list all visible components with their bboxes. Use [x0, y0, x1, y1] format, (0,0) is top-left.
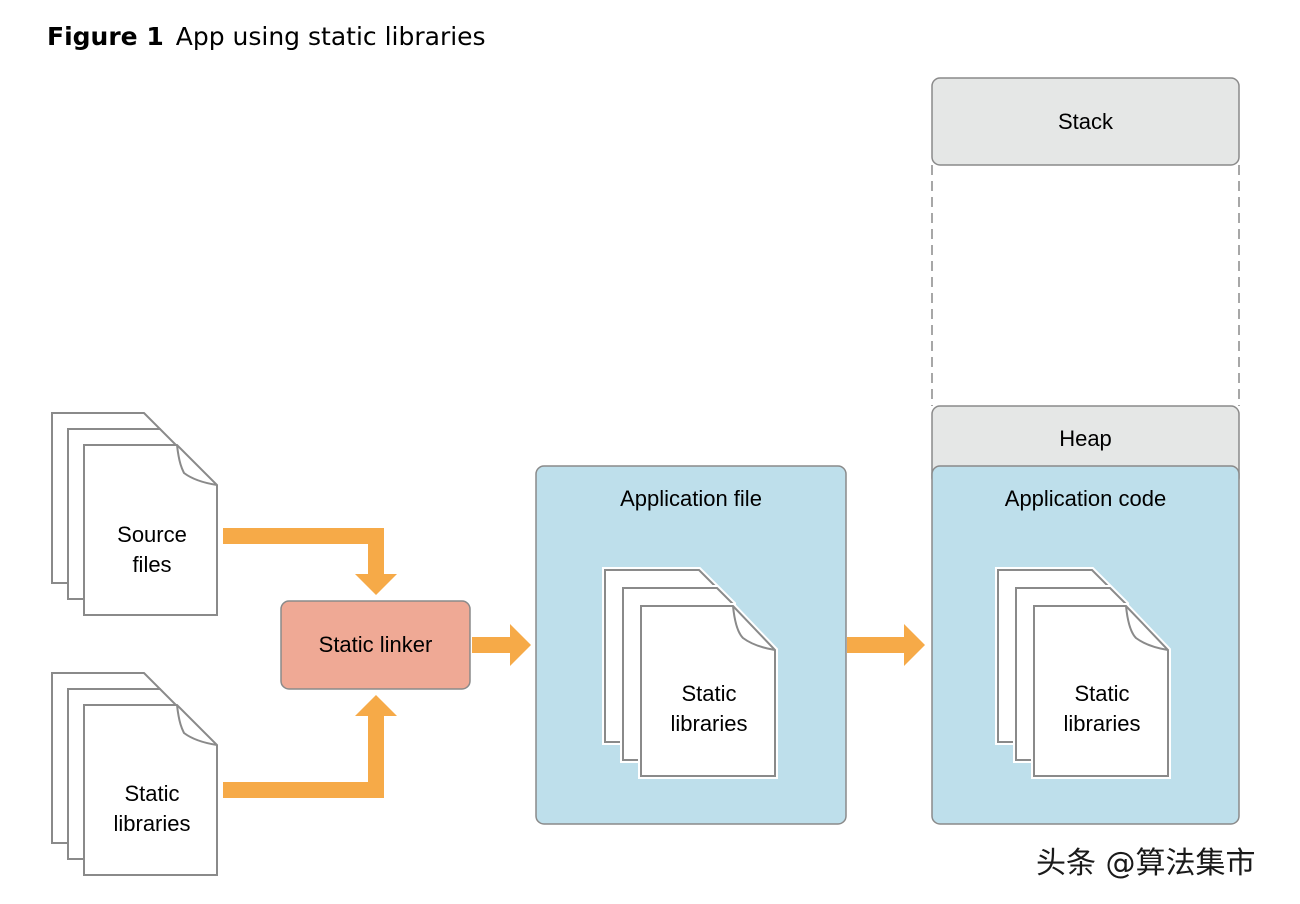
application-code-label: Application code — [1004, 486, 1167, 511]
stack-label: Stack — [1057, 109, 1114, 134]
source-files-label: Source files — [117, 522, 187, 577]
heap-label: Heap — [1059, 426, 1112, 451]
figure-title: Figure 1 App using static libraries — [47, 22, 486, 51]
stack-box — [931, 77, 1240, 166]
arrow-linker-to-app-file — [472, 624, 531, 666]
figure-number: Figure 1 — [47, 22, 164, 51]
application-file-label: Application file — [620, 486, 762, 511]
application-file-libraries-label: Static libraries — [670, 681, 748, 736]
arrow-app-file-to-app-code — [847, 624, 925, 666]
source-files-doc-icon — [51, 412, 218, 616]
static-linker-label: Static linker — [318, 632, 433, 657]
watermark-text: 头条 @算法集市 — [1036, 846, 1256, 881]
arrow-libraries-to-linker — [223, 695, 397, 798]
figure-caption: App using static libraries — [175, 22, 486, 51]
static-libraries-doc-icon — [51, 672, 218, 876]
static-libraries-input-label: Static libraries — [113, 781, 191, 836]
static-linker-box — [280, 600, 471, 690]
application-code-libraries-label: Static libraries — [1063, 681, 1141, 736]
arrow-source-to-linker — [223, 528, 397, 595]
